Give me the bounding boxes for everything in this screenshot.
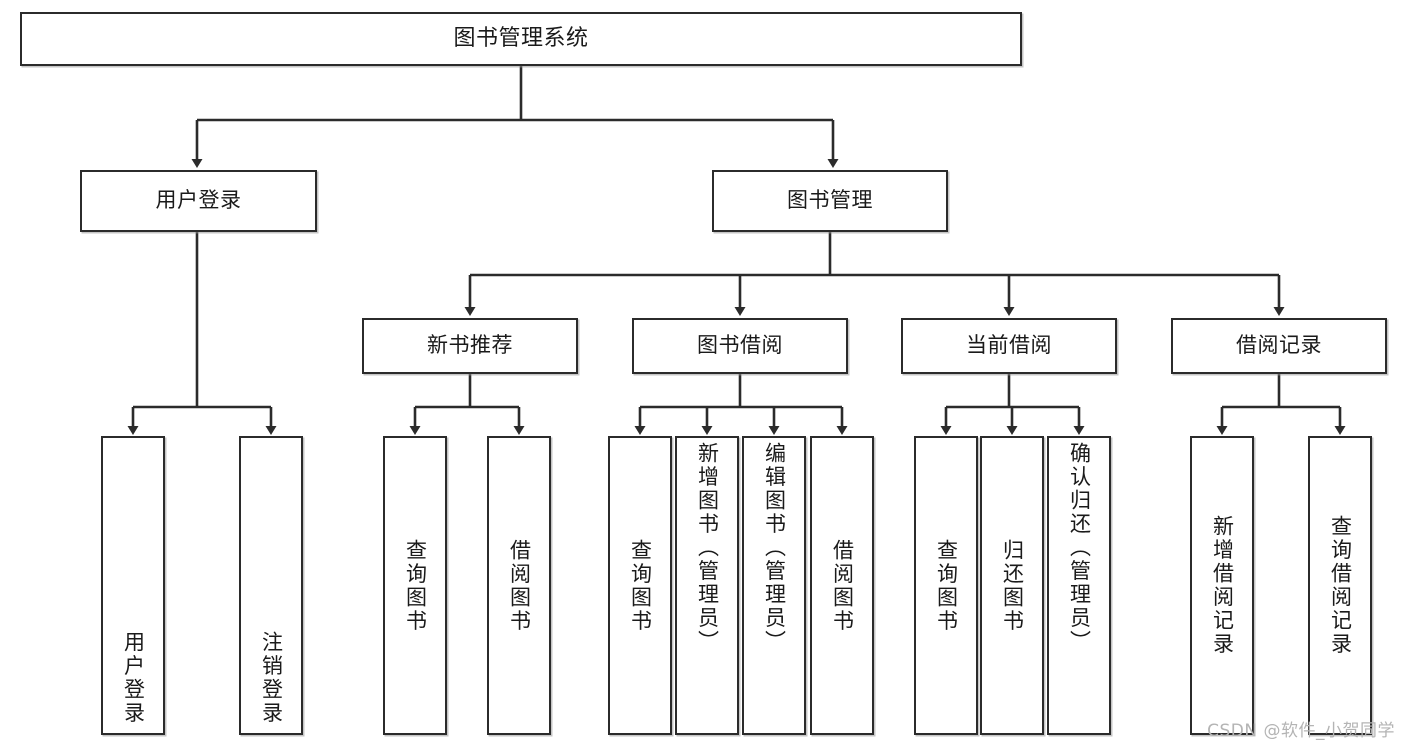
node-borrow-record[interactable]: 借阅记录 [1171,318,1387,374]
leaf-user-login[interactable]: 用户登录 [101,436,165,735]
node-book-borrow-label: 图书借阅 [697,333,783,358]
leaf-borrow-book-1-label: 借阅图书 [507,538,532,633]
leaf-borrow-book-2[interactable]: 借阅图书 [810,436,874,735]
leaf-return-book[interactable]: 归还图书 [980,436,1044,735]
leaf-query-book-2[interactable]: 查询图书 [608,436,672,735]
leaf-confirm-return-label: 确认归还（管理员） [1067,442,1092,654]
node-new-book-rec-label: 新书推荐 [427,333,513,358]
node-current-borrow-label: 当前借阅 [966,333,1052,358]
leaf-edit-book-label: 编辑图书（管理员） [762,442,787,654]
leaf-add-record-label: 新增借阅记录 [1210,515,1235,656]
leaf-add-book[interactable]: 新增图书（管理员） [675,436,739,735]
node-root-label: 图书管理系统 [453,25,589,51]
node-book-borrow[interactable]: 图书借阅 [632,318,848,374]
node-user-login[interactable]: 用户登录 [80,170,317,232]
node-root[interactable]: 图书管理系统 [20,12,1022,66]
leaf-edit-book[interactable]: 编辑图书（管理员） [742,436,806,735]
leaf-logout[interactable]: 注销登录 [239,436,303,735]
leaf-user-login-label: 用户登录 [121,631,146,725]
leaf-logout-label: 注销登录 [259,631,284,725]
node-new-book-rec[interactable]: 新书推荐 [362,318,578,374]
leaf-borrow-book-1[interactable]: 借阅图书 [487,436,551,735]
leaf-borrow-book-2-label: 借阅图书 [830,538,855,633]
leaf-query-record[interactable]: 查询借阅记录 [1308,436,1372,735]
leaf-add-book-label: 新增图书（管理员） [695,442,720,654]
leaf-query-record-label: 查询借阅记录 [1328,515,1353,656]
node-book-manage-label: 图书管理 [787,188,873,213]
leaf-return-book-label: 归还图书 [1000,538,1025,633]
watermark-text: CSDN @软件_小贺同学 [1207,721,1395,741]
leaf-query-book-3-label: 查询图书 [934,538,959,633]
node-current-borrow[interactable]: 当前借阅 [901,318,1117,374]
node-user-login-label: 用户登录 [155,188,242,213]
leaf-confirm-return[interactable]: 确认归还（管理员） [1047,436,1111,735]
leaf-query-book-2-label: 查询图书 [628,538,653,633]
node-borrow-record-label: 借阅记录 [1236,333,1322,358]
leaf-query-book-1[interactable]: 查询图书 [383,436,447,735]
leaf-add-record[interactable]: 新增借阅记录 [1190,436,1254,735]
leaf-query-book-3[interactable]: 查询图书 [914,436,978,735]
leaf-query-book-1-label: 查询图书 [403,538,428,633]
node-book-manage[interactable]: 图书管理 [712,170,948,232]
